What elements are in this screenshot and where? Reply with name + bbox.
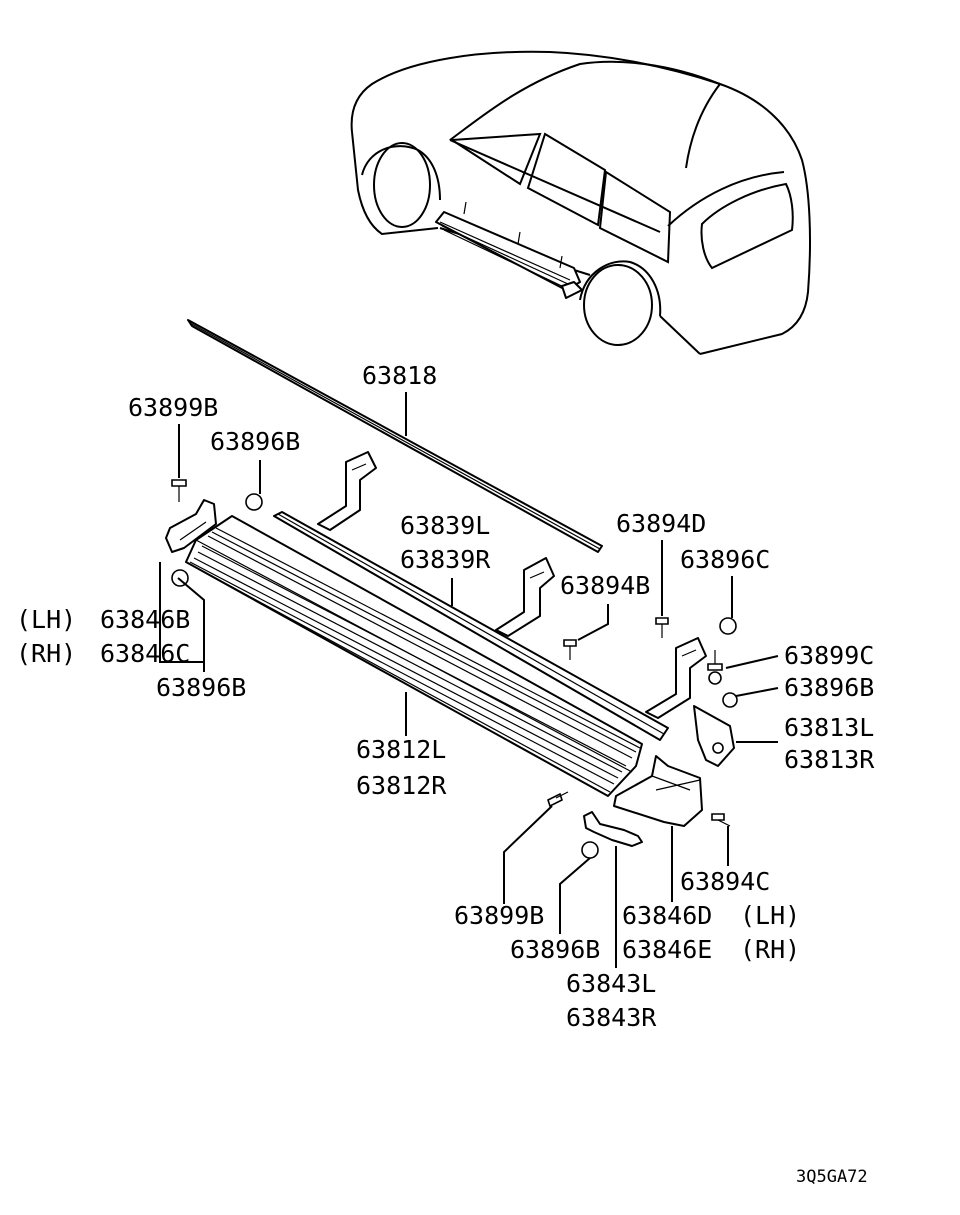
label-63843L: 63843L xyxy=(566,969,656,998)
diagram-code: 3Q5GA72 xyxy=(796,1167,868,1187)
label-63846C: 63846C xyxy=(100,639,190,668)
label-63818: 63818 xyxy=(362,361,437,390)
part-labels: 63818 63899B 63896B 63839L 63839R 63894D… xyxy=(16,361,875,1032)
label-lh-left: (LH) xyxy=(16,605,76,634)
label-63899B-top: 63899B xyxy=(128,393,218,422)
leader-lines xyxy=(159,392,779,968)
label-63846E: 63846E xyxy=(622,935,712,964)
label-63896B-top: 63896B xyxy=(210,427,300,456)
label-rh-left: (RH) xyxy=(16,639,76,668)
label-63894D: 63894D xyxy=(616,509,706,538)
label-63846D: 63846D xyxy=(622,901,712,930)
front-bracket-63846 xyxy=(165,499,217,553)
label-63812L: 63812L xyxy=(356,735,446,764)
label-63894B: 63894B xyxy=(560,571,650,600)
label-63839R: 63839R xyxy=(400,545,491,574)
label-lh-right: (LH) xyxy=(740,901,800,930)
label-63813L: 63813L xyxy=(784,713,874,742)
label-63896B-left: 63896B xyxy=(156,673,246,702)
vehicle-illustration xyxy=(350,50,811,355)
stay-63839 xyxy=(273,451,707,741)
label-63839L: 63839L xyxy=(400,511,490,540)
label-63896B-right: 63896B xyxy=(784,673,874,702)
label-63813R: 63813R xyxy=(784,745,875,774)
label-rh-right: (RH) xyxy=(740,935,800,964)
label-63896B-bottom: 63896B xyxy=(510,935,600,964)
label-63899B-bottom: 63899B xyxy=(454,901,544,930)
fasteners xyxy=(171,479,738,859)
step-board-63812 xyxy=(185,515,643,797)
support-63843 xyxy=(583,811,643,847)
rear-bracket-63846D xyxy=(613,755,703,827)
label-63812R: 63812R xyxy=(356,771,447,800)
label-63896C: 63896C xyxy=(680,545,770,574)
rear-bracket-63813 xyxy=(693,705,735,767)
label-63843R: 63843R xyxy=(566,1003,657,1032)
label-63846B: 63846B xyxy=(100,605,190,634)
moulding-63818 xyxy=(187,319,603,553)
label-63899C: 63899C xyxy=(784,641,874,670)
label-63894C: 63894C xyxy=(680,867,770,896)
